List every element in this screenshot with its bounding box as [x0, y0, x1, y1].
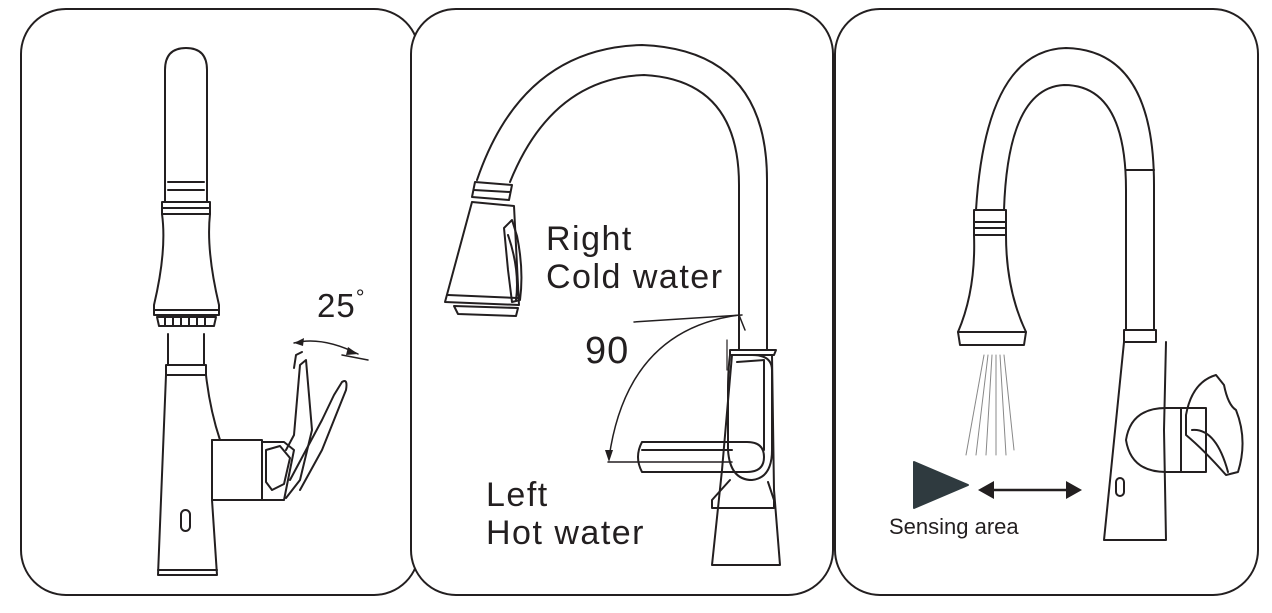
panel-handle-tilt: 25° — [20, 8, 420, 596]
tilt-angle-label: 25° — [317, 285, 366, 325]
panel-sensing-area: Sensing area — [834, 8, 1259, 596]
rotation-angle-value: 90 — [585, 330, 630, 372]
tilt-angle-value: 25 — [317, 287, 356, 324]
faucet-rotate-icon — [444, 44, 781, 566]
left-label-line1: Left — [486, 476, 549, 514]
tilt-angle-unit: ° — [355, 285, 366, 310]
sensor-triangle-icon — [913, 461, 969, 509]
panel-handle-rotation: Right Cold water 90 Left Hot water — [410, 8, 834, 596]
faucet-tilt-icon — [153, 47, 369, 576]
left-label-line2: Hot water — [486, 514, 645, 552]
faucet-sensor-icon — [913, 47, 1244, 541]
right-label-line2: Cold water — [546, 258, 724, 296]
sensing-area-label: Sensing area — [889, 514, 1019, 539]
right-label-line1: Right — [546, 220, 633, 258]
